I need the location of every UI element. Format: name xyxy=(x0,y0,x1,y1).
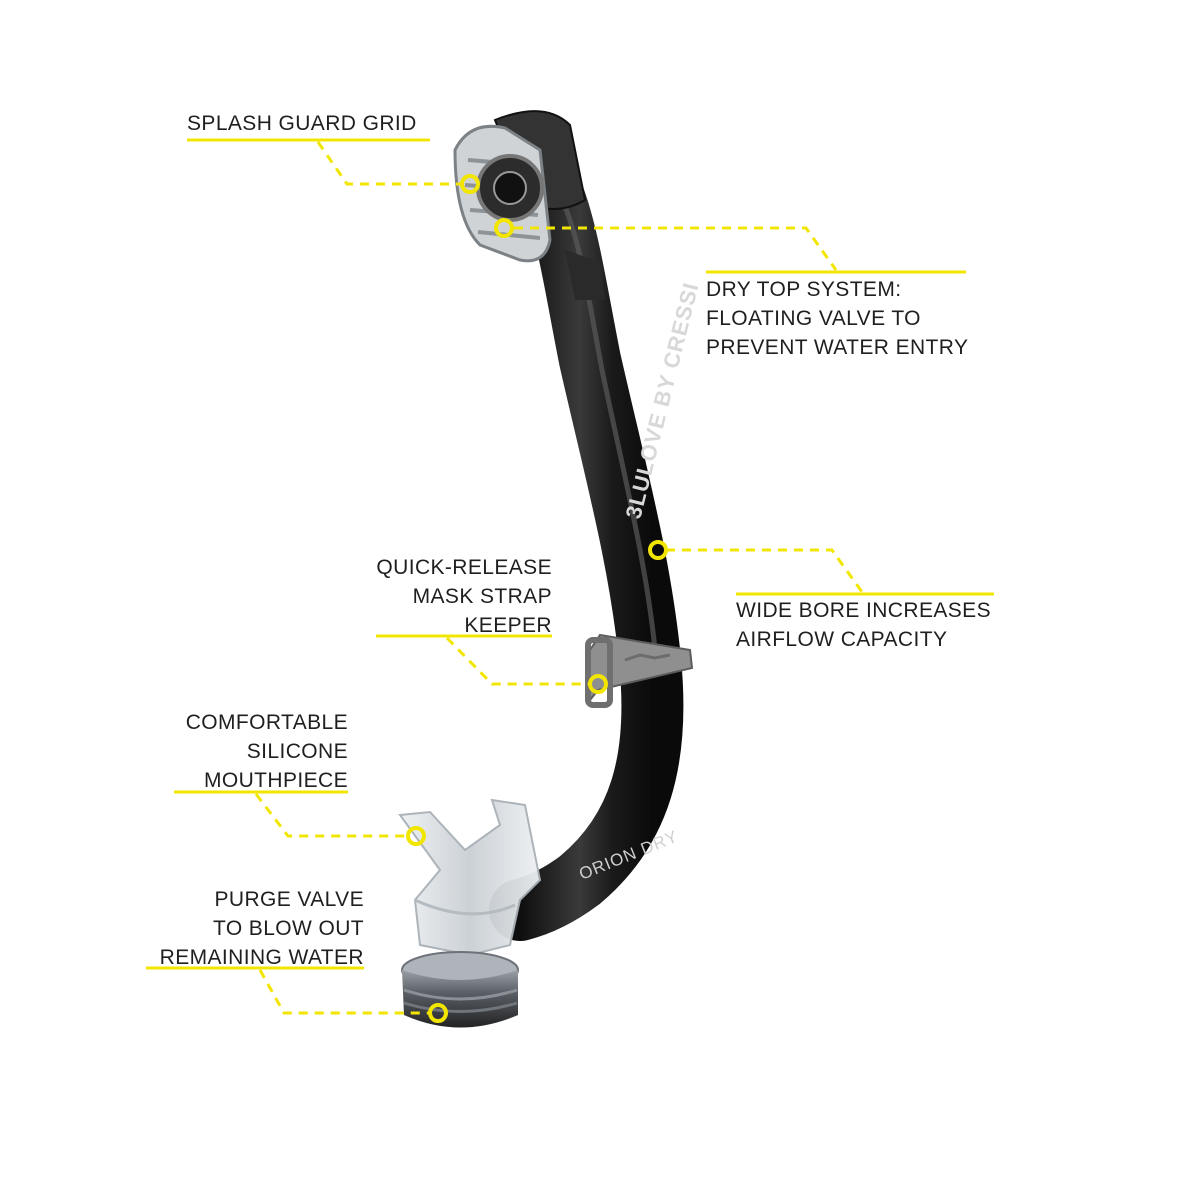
callout-line: FLOATING VALVE TO xyxy=(706,307,921,330)
marker-wide-bore xyxy=(648,540,668,560)
callout-mouthpiece: COMFORTABLE SILICONE MOUTHPIECE xyxy=(186,708,348,795)
marker-mouthpiece xyxy=(406,826,426,846)
callout-line: PREVENT WATER ENTRY xyxy=(706,336,969,359)
tube-highlight xyxy=(535,157,659,663)
callout-splash-guard: SPLASH GUARD GRID xyxy=(187,109,417,138)
mask-strap-keeper xyxy=(585,633,694,708)
leader-mask-strap xyxy=(445,636,590,686)
callout-purge-valve: PURGE VALVE TO BLOW OUT REMAINING WATER xyxy=(160,885,364,972)
callout-line: MASK STRAP xyxy=(412,585,552,608)
float-valve-center xyxy=(493,171,527,205)
callout-line: KEEPER xyxy=(464,614,552,637)
callout-line: TO BLOW OUT xyxy=(212,917,364,940)
leader-splash-guard xyxy=(316,141,462,186)
marker-mask-strap xyxy=(588,674,608,694)
marker-splash-guard xyxy=(460,174,480,194)
callout-mask-strap: QUICK-RELEASE MASK STRAP KEEPER xyxy=(376,553,552,640)
callout-line: AIRFLOW CAPACITY xyxy=(736,628,948,651)
brand-text: 3LULOVE BY CRESSI xyxy=(621,280,704,522)
leader-purge-valve xyxy=(258,969,430,1015)
callout-line: SPLASH GUARD GRID xyxy=(187,112,417,135)
callout-line: WIDE BORE INCREASES xyxy=(736,599,991,622)
callout-wide-bore: WIDE BORE INCREASES AIRFLOW CAPACITY xyxy=(736,596,991,654)
callout-line: DRY TOP SYSTEM: xyxy=(706,278,902,301)
callout-line: MOUTHPIECE xyxy=(203,769,348,792)
callout-line: SILICONE xyxy=(246,740,348,763)
silicone-mouthpiece xyxy=(398,798,542,957)
marker-dry-top xyxy=(494,218,514,238)
callout-line: PURGE VALVE xyxy=(214,888,364,911)
leader-wide-bore xyxy=(666,548,864,593)
callout-dry-top: DRY TOP SYSTEM: FLOATING VALVE TO PREVEN… xyxy=(706,275,968,362)
purge-valve xyxy=(401,951,519,1028)
callout-line: QUICK-RELEASE xyxy=(376,556,552,579)
leader-mouthpiece xyxy=(254,793,408,838)
callout-line: REMAINING WATER xyxy=(159,946,364,969)
cap-band xyxy=(565,250,605,300)
leader-dry-top xyxy=(514,226,838,271)
callout-line: COMFORTABLE xyxy=(185,711,348,734)
marker-purge-valve xyxy=(428,1003,448,1023)
